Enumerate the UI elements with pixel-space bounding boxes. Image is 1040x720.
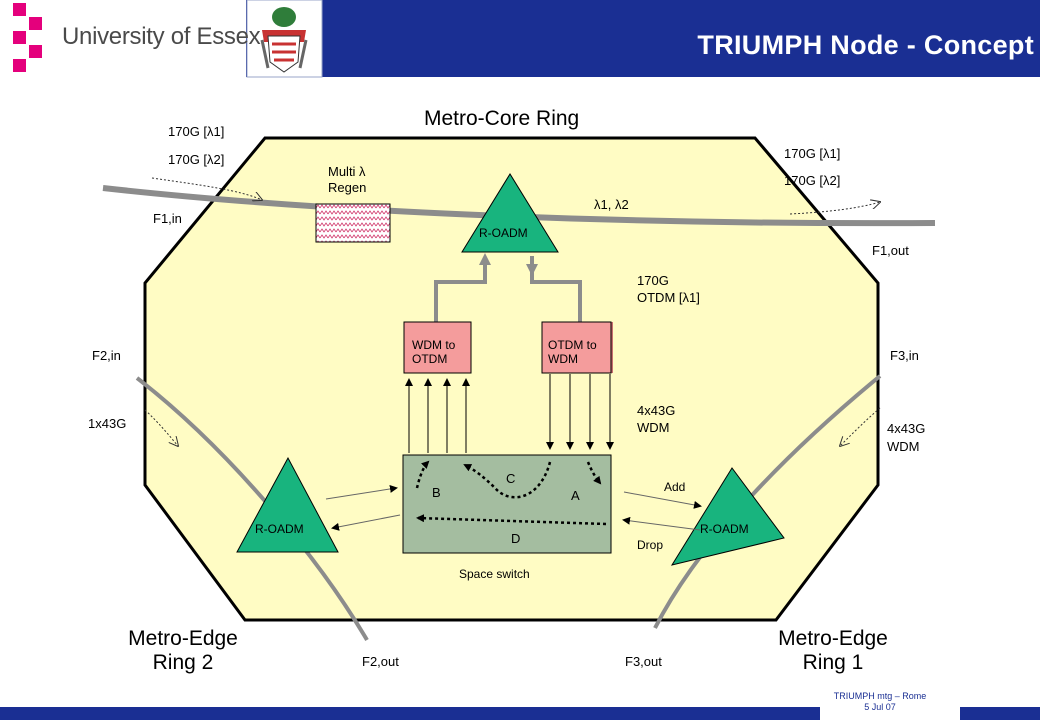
right-add-arrow [623,491,702,509]
right-drop-arrow [622,516,701,531]
path-b-label: B [432,485,441,500]
roadm-right-triangle [670,467,785,566]
f1-out-lambda2: 170G [λ2] [784,173,841,188]
core-ring-label: Metro-Core Ring [424,107,580,130]
to-roadm-arrow [434,253,491,322]
f1-out-label: F1,out [872,243,909,258]
path-a-label: A [571,488,580,503]
path-d [416,514,607,526]
lambdas-label: λ1, λ2 [594,197,629,212]
regen-box [315,203,391,243]
left-drop-arrow [331,514,401,531]
left-add-arrow [325,484,398,500]
space-switch-label: Space switch [459,567,530,581]
f2-in-label: F2,in [92,348,121,363]
footer-band [0,707,1040,720]
roadm-left-label: R-OADM [255,522,304,536]
f3-out-label: F3,out [625,654,662,669]
path-c-label: C [506,471,516,486]
f3-in-label: F3,in [890,348,919,363]
f1-in-label: F1,in [153,211,182,226]
roadm-left-triangle [236,456,339,553]
roadm-top-label: R-OADM [479,226,528,240]
roadm-right-label: R-OADM [700,522,749,536]
footer-text-bg [820,687,960,720]
add-label: Add [664,480,686,494]
crest-emblem [246,0,323,78]
wdm-lanes-up [405,378,470,453]
f1-in-arrow [151,177,262,200]
essex-logo-mark [0,0,246,77]
f1-out-arrow [789,202,880,215]
university-name: University of Essex [62,23,261,50]
path-a [586,461,602,485]
wdm-lanes-down [546,374,614,450]
f1-in-lambda2: 170G [λ2] [168,152,225,167]
page-title: TRIUMPH Node - Concept [697,30,1034,60]
path-c [463,461,552,499]
f2-out-label: F2,out [362,654,399,669]
rate-1x43-label: 1x43G [88,416,127,431]
otdm-to-wdm-box [541,321,612,374]
wdm-to-otdm-box [403,321,472,374]
roadm-top-triangle [461,173,559,253]
f1-out-lambda1: 170G [λ1] [784,146,841,161]
core-ring-fiber [102,185,936,227]
path-b [415,460,430,489]
f3-in-arrow [840,407,881,446]
f1-in-lambda1: 170G [λ1] [168,124,225,139]
path-d-label: D [511,531,521,546]
f2-in-arrow [144,409,178,446]
drop-label: Drop [637,538,664,552]
space-switch [402,454,612,554]
node-octagon [143,136,880,622]
